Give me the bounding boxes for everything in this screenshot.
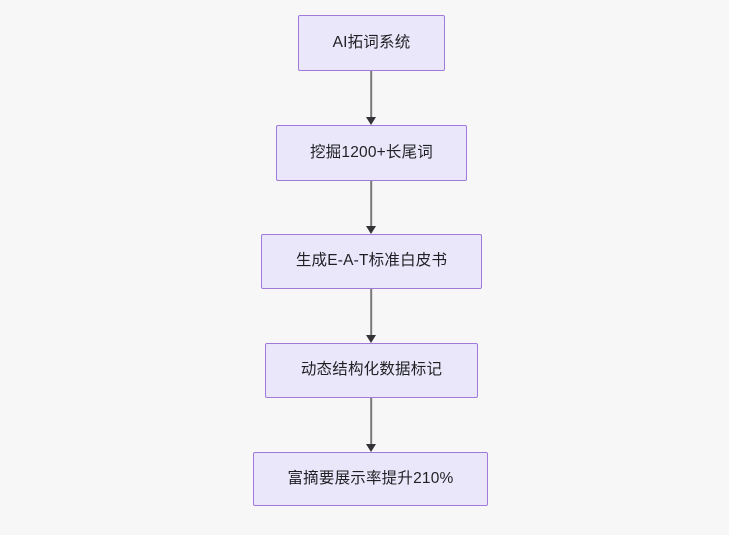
edge-line xyxy=(370,398,372,444)
flow-node-longtail-mining[interactable]: 挖掘1200+长尾词 xyxy=(276,125,467,181)
flow-node-label: 动态结构化数据标记 xyxy=(300,361,443,379)
flow-node-label: 挖掘1200+长尾词 xyxy=(309,143,434,161)
arrowhead-icon xyxy=(366,444,376,452)
flow-node-label: 生成E-A-T标准白皮书 xyxy=(295,252,448,270)
edge-line xyxy=(370,181,372,226)
flow-node-ai-keyword-system[interactable]: AI拓词系统 xyxy=(298,15,445,71)
edge-line xyxy=(370,71,372,117)
flow-node-structured-data-markup[interactable]: 动态结构化数据标记 xyxy=(265,343,478,398)
flow-node-label: 富摘要展示率提升210% xyxy=(287,469,454,487)
arrowhead-icon xyxy=(366,335,376,343)
flow-node-eat-whitepaper[interactable]: 生成E-A-T标准白皮书 xyxy=(261,234,482,289)
edge-line xyxy=(370,289,372,335)
arrowhead-icon xyxy=(366,117,376,125)
arrowhead-icon xyxy=(366,226,376,234)
flow-node-rich-snippet-result[interactable]: 富摘要展示率提升210% xyxy=(253,452,488,506)
flow-node-label: AI拓词系统 xyxy=(332,33,411,51)
